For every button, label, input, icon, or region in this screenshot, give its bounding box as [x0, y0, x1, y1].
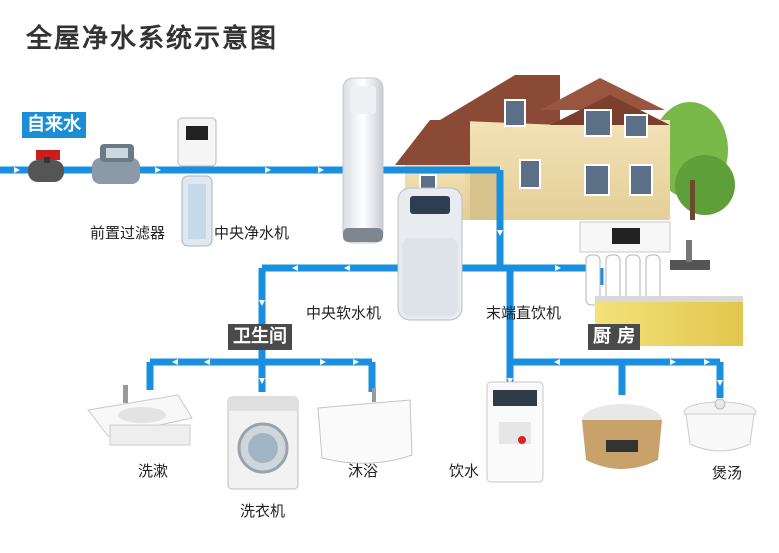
kitchen-cabinet-icon [595, 240, 743, 346]
drinking-label: 饮水 [449, 462, 480, 480]
bath-label: 沐浴 [348, 462, 379, 480]
diagram-title: 全屋净水系统示意图 [26, 24, 279, 54]
rice-cooker-icon [582, 404, 662, 469]
sink-icon [87, 385, 193, 446]
valve-icon [28, 150, 64, 182]
washing-machine-icon [227, 396, 299, 490]
pre-filter-icon [177, 117, 217, 247]
soup-pot-icon [683, 398, 757, 452]
ro-machine-icon [579, 221, 671, 306]
washing-machine-label: 洗衣机 [240, 502, 286, 520]
central-purifier-label: 中央净水机 [214, 224, 290, 242]
soup-label: 煲汤 [712, 464, 743, 482]
softener-icon [397, 187, 463, 321]
central-softener-label: 中央软水机 [306, 304, 382, 322]
bathtub-icon [317, 388, 413, 464]
water-meter-icon [92, 144, 140, 184]
water-dispenser-icon [486, 381, 544, 483]
flow-arrows [14, 167, 723, 386]
pre-filter-label: 前置过滤器 [90, 224, 166, 242]
wash-face-label: 洗漱 [138, 462, 169, 480]
purifier-tank-icon [342, 77, 384, 244]
source-tag: 自来水 [22, 112, 86, 138]
bathroom-tag: 卫生间 [228, 324, 292, 350]
pou-drinker-label: 末端直饮机 [486, 304, 562, 322]
kitchen-tag: 厨 房 [588, 324, 641, 350]
